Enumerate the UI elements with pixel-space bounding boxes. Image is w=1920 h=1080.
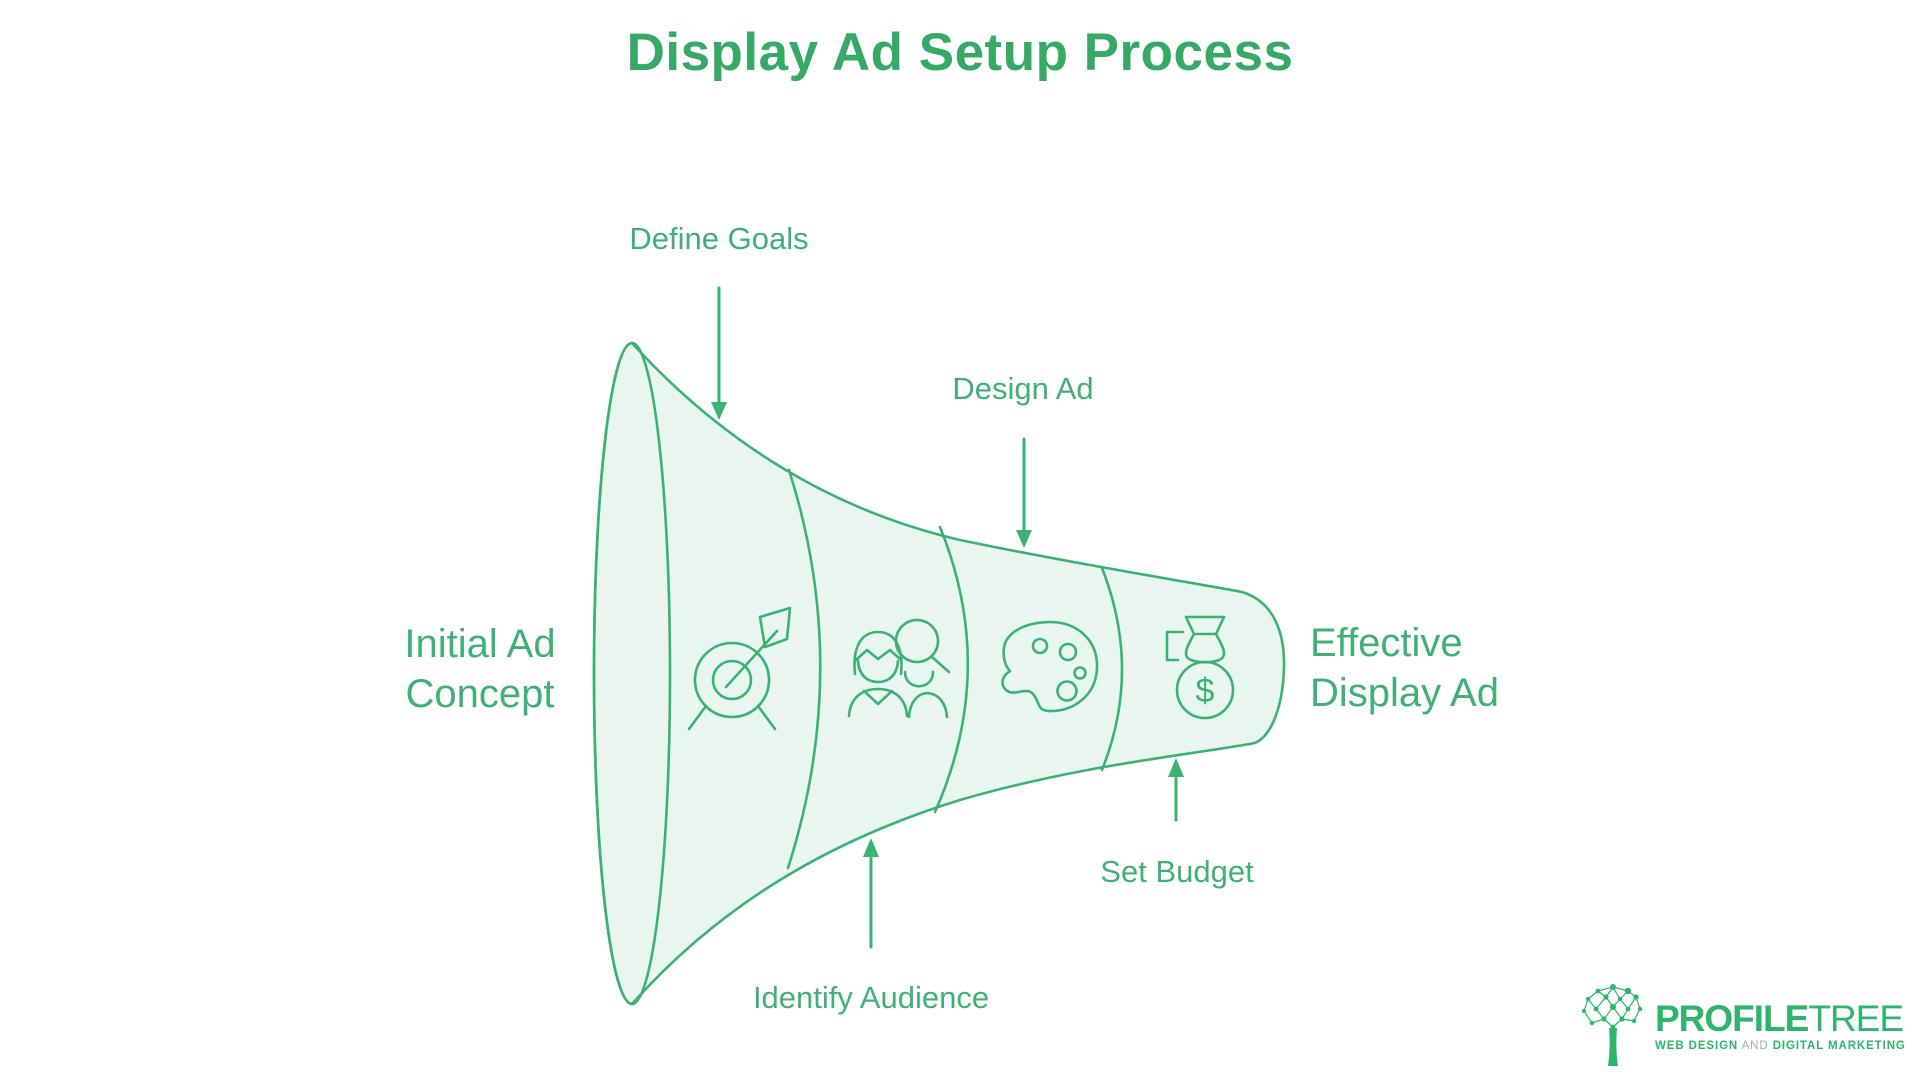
money-bag-icon: $	[1165, 615, 1235, 720]
brand-name-profile: PROFILE	[1655, 997, 1809, 1039]
stage-label-design-ad: Design Ad	[952, 371, 1094, 406]
funnel-body	[592, 341, 1286, 1006]
funnel-output-label-line2: Display Ad	[1310, 671, 1499, 715]
page-title: Display Ad Setup Process	[626, 23, 1294, 82]
target-arrow-icon	[687, 606, 792, 731]
dollar-glyph: $	[1196, 672, 1215, 710]
brand-tagline: WEB DESIGN AND DIGITAL MARKETING	[1655, 1040, 1906, 1052]
profiletree-logo: PROFILETREE WEB DESIGN AND DIGITAL MARKE…	[1580, 982, 1906, 1068]
brand-name: PROFILETREE	[1655, 997, 1906, 1039]
funnel-mouth-ellipse	[592, 341, 672, 1006]
define-goals-arrow	[711, 286, 727, 420]
stage-label-identify-audience: Identify Audience	[752, 980, 990, 1015]
stage-label-define-goals: Define Goals	[629, 221, 809, 256]
funnel-divider-3	[1100, 566, 1124, 772]
funnel-input-label-line2: Concept	[405, 672, 555, 716]
stage-label-set-budget: Set Budget	[1100, 854, 1254, 889]
audience-magnifier-icon	[847, 618, 951, 719]
funnel-divider-1	[786, 468, 822, 870]
identify-audience-arrow	[863, 838, 879, 949]
funnel-input-label-line1: Initial Ad	[404, 622, 556, 666]
funnel-divider-2	[933, 525, 970, 814]
set-budget-arrow	[1168, 758, 1184, 822]
funnel-input-label: Initial Ad Concept	[404, 619, 555, 719]
art-palette-icon	[1001, 620, 1099, 713]
tagline-web-design: WEB DESIGN	[1655, 1039, 1739, 1052]
tree-network-icon	[1582, 984, 1643, 1066]
tagline-and: AND	[1741, 1039, 1769, 1052]
design-ad-arrow	[1016, 437, 1032, 548]
funnel-output-label-line1: Effective	[1310, 621, 1463, 665]
tagline-digital-marketing: DIGITAL MARKETING	[1772, 1039, 1906, 1052]
brand-name-tree: TREE	[1808, 997, 1904, 1039]
funnel-output-label: Effective Display Ad	[1310, 618, 1499, 718]
